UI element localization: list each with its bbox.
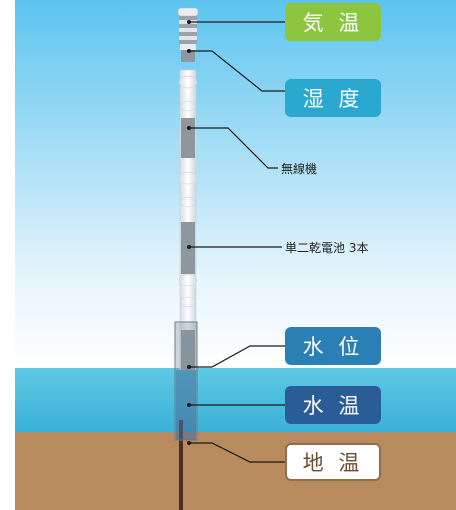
label-radio: 無線機 — [281, 162, 318, 176]
leader-radio — [189, 127, 278, 169]
water-layer — [15, 368, 456, 433]
leader-ground-temp — [189, 442, 285, 463]
ground-layer — [15, 432, 456, 510]
label-water-temp: 水 温 — [285, 386, 381, 424]
label-humidity: 湿 度 — [285, 79, 381, 117]
sensor-pole — [178, 50, 198, 371]
radiation-shield — [177, 7, 199, 50]
ground-rod — [179, 420, 183, 510]
leader-lines — [189, 21, 285, 463]
leader-water-level — [189, 345, 285, 368]
label-ground-temp: 地 温 — [285, 443, 381, 481]
label-battery: 単二乾電池 3本 — [285, 241, 369, 255]
label-water-level: 水 位 — [285, 327, 381, 365]
leader-humidity — [189, 50, 285, 92]
water-sensor-housing — [174, 321, 198, 441]
label-air-temp: 気 温 — [285, 3, 381, 41]
sky-background — [15, 0, 456, 370]
